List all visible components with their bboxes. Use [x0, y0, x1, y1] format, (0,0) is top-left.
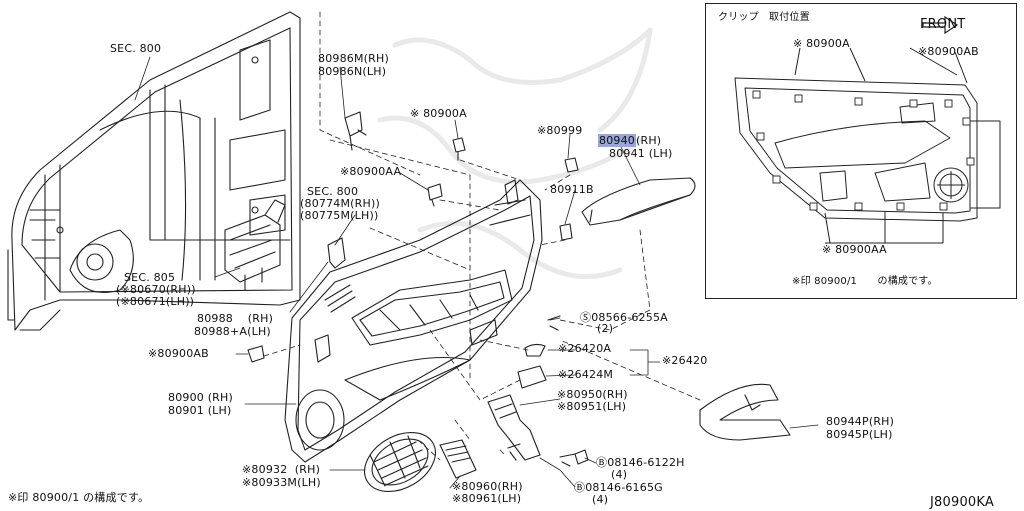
callout-80933m[interactable]: ※80933M(LH): [242, 476, 321, 489]
callout-sec805[interactable]: SEC. 805: [124, 271, 176, 284]
watermark-emblem: [377, 27, 653, 280]
footnote: ※印 80900/1 の構成です。: [8, 491, 150, 504]
callout-80901[interactable]: 80901 (LH): [168, 404, 232, 417]
inset-note: ※印 80900/1 の構成です。: [792, 276, 938, 287]
front-label: FRONT: [920, 17, 966, 32]
callout-08146-6122h[interactable]: Ⓑ08146-6122H: [596, 456, 685, 469]
callout-80944p[interactable]: 80944P(RH): [826, 415, 895, 428]
callout-80999[interactable]: ※80999: [537, 124, 583, 137]
callout-80940-rh[interactable]: 80940(RH): [598, 134, 662, 147]
callout-80950[interactable]: ※80950(RH): [557, 388, 628, 401]
callout-08566-qty: (2): [597, 322, 614, 335]
armrest-pad-drawing: [581, 177, 696, 226]
callout-80986m[interactable]: 80986M(RH): [318, 52, 389, 65]
inset-title: クリップ 取付位置: [718, 12, 810, 23]
callout-80988a[interactable]: 80988+A(LH): [194, 325, 271, 338]
callout-26420[interactable]: ※26420: [662, 354, 708, 367]
callout-80988[interactable]: 80988 (RH): [197, 312, 274, 325]
leader-lines: [134, 56, 819, 489]
callout-80940-side: (RH): [636, 134, 662, 147]
callout-80900ab[interactable]: ※80900AB: [148, 347, 209, 360]
callout-80986n[interactable]: 80986N(LH): [318, 65, 387, 78]
inset-callout-80900aa[interactable]: ※ 80900AA: [822, 243, 887, 256]
callout-80900[interactable]: 80900 (RH): [168, 391, 233, 404]
window-regulator-module-drawing: [224, 199, 286, 291]
callout-08146-6165g-qty: (4): [592, 493, 609, 506]
inset-drawing: [734, 15, 1001, 244]
callout-80900aa[interactable]: ※80900AA: [340, 165, 402, 178]
callout-80960[interactable]: ※80960(RH): [452, 480, 523, 493]
door-trim-panel-drawing: [284, 179, 543, 463]
speaker-grille-drawing: [364, 431, 436, 493]
inset-callout-80900a[interactable]: ※ 80900A: [793, 37, 850, 50]
callout-80775m[interactable]: (80775M(LH)): [300, 209, 379, 222]
front-arrow-icon: [922, 15, 959, 35]
clip-location-inset: [705, 3, 1017, 299]
courtesy-lamp-drawing: [517, 343, 547, 389]
callout-80900a[interactable]: ※ 80900A: [410, 107, 467, 120]
callout-08146-6122h-qty: (4): [611, 468, 628, 481]
callout-26420a[interactable]: ※26420A: [558, 342, 612, 355]
callout-08566[interactable]: Ⓢ08566-6255A: [580, 311, 668, 324]
callout-80911b[interactable]: 80911B: [550, 183, 594, 196]
switch-bezel-drawing: [487, 394, 541, 461]
callout-80670[interactable]: (※80670(RH)): [116, 283, 196, 296]
diagram-id: J80900KA: [930, 495, 994, 510]
inner-handle-escutcheon-drawing: [439, 439, 477, 479]
callout-80932[interactable]: ※80932 (RH): [242, 463, 321, 476]
pull-handle-drawing: [699, 383, 791, 441]
clips-and-screws-drawing: [247, 111, 589, 467]
callout-80671[interactable]: (※80671(LH)): [116, 295, 195, 308]
callout-80961[interactable]: ※80961(LH): [452, 492, 522, 505]
door-shell-drawing: [7, 11, 301, 331]
callout-80941-lh[interactable]: 80941 (LH): [609, 147, 673, 160]
callout-08146-6165g[interactable]: Ⓑ08146-6165G: [574, 481, 663, 494]
callout-26424m[interactable]: ※26424M: [558, 368, 614, 381]
inset-callout-80900ab[interactable]: ※80900AB: [918, 45, 979, 58]
callout-sec800-mid[interactable]: SEC. 800: [307, 185, 359, 198]
callout-80945p[interactable]: 80945P(LH): [826, 428, 893, 441]
callout-sec800-top[interactable]: SEC. 800: [110, 42, 162, 55]
highlighted-part-number[interactable]: 80940: [598, 134, 636, 147]
callout-80774m[interactable]: (80774M(RH)): [300, 197, 380, 210]
callout-80951[interactable]: ※80951(LH): [557, 400, 627, 413]
assembly-dashed-lines: [263, 11, 701, 461]
